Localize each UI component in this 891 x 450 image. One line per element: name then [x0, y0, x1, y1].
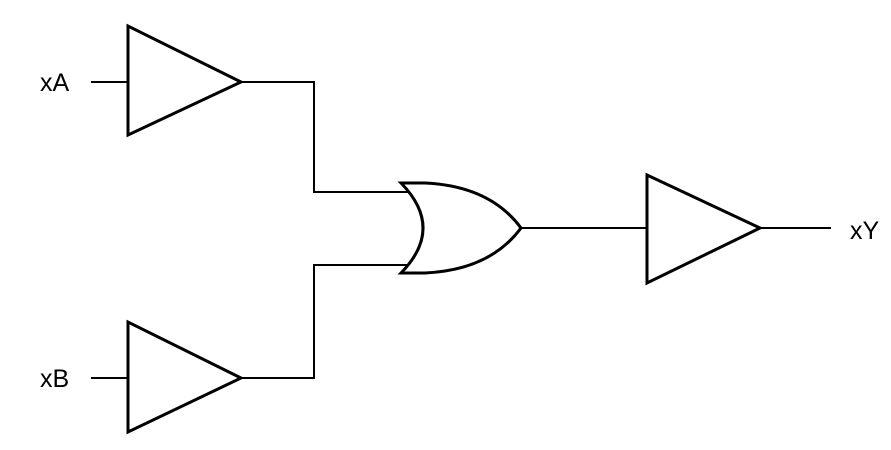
wire-buffer-b-to-or [240, 264, 414, 379]
buffer-gate-output [645, 172, 764, 286]
input-label-xb: xB [40, 365, 69, 393]
wire-buffer-a-to-or [240, 81, 414, 193]
buffer-gate-b [126, 319, 245, 435]
or-gate [397, 181, 523, 275]
wires [91, 81, 831, 379]
input-label-xa: xA [40, 69, 70, 97]
buffer-gate-a [126, 23, 245, 138]
output-label-xy: xY [850, 217, 880, 245]
